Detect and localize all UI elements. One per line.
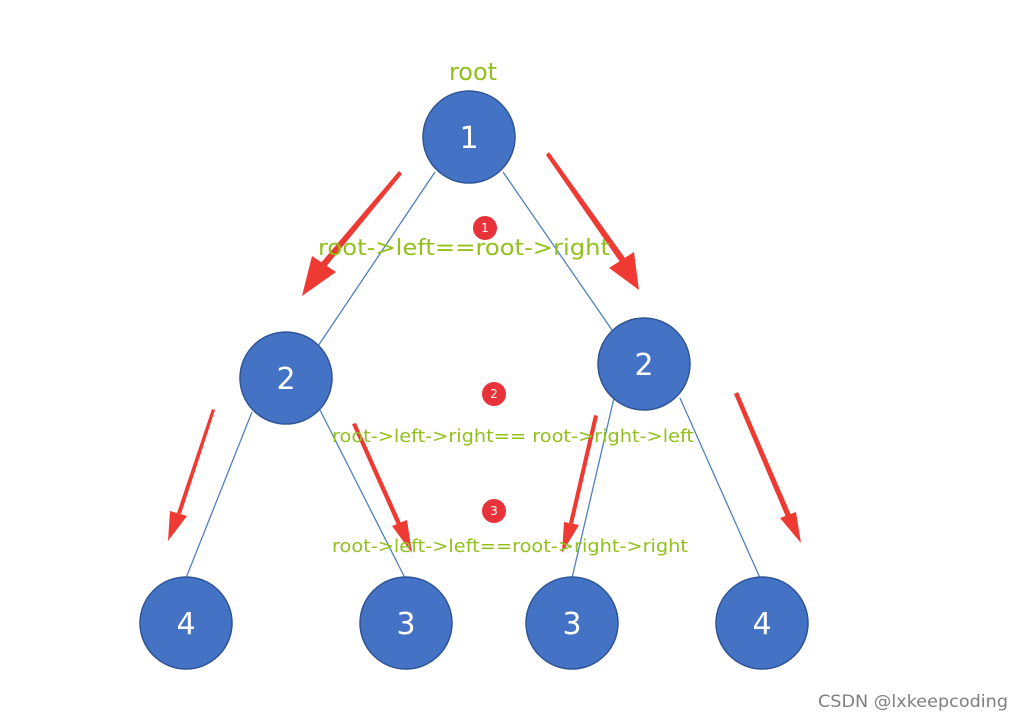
node-value: 4: [176, 607, 195, 642]
watermark: CSDN @lxkeepcoding: [818, 692, 1008, 712]
edge-1-2-left: [317, 171, 436, 347]
node-value: 2: [634, 348, 653, 383]
badge-number: 1: [481, 221, 489, 235]
badge-number: 3: [490, 504, 498, 518]
tree-node-left-left: 4: [139, 576, 233, 670]
node-value: 1: [459, 121, 478, 156]
tree-node-left: 2: [239, 331, 333, 425]
arrow-right-to-right-child: [734, 392, 801, 543]
arrow-root-to-right: [546, 152, 639, 290]
edge-1-2-right: [502, 171, 613, 331]
arrow-root-to-left: [302, 171, 402, 296]
edge-2-3-left: [319, 409, 406, 579]
tree-nodes: 1 2 2 4 3 3 4: [139, 90, 809, 670]
tree-node-left-right: 3: [359, 576, 453, 670]
arrow-right-to-left-child: [562, 415, 598, 553]
node-value: 3: [562, 607, 581, 642]
arrow-left-to-left-child: [168, 409, 215, 541]
step-badge-1: 1: [473, 216, 497, 240]
tree-node-right: 2: [597, 317, 691, 411]
traversal-arrows: [168, 152, 801, 553]
tree-node-right-left: 3: [525, 576, 619, 670]
node-value: 2: [276, 362, 295, 397]
step-badge-2: 2: [482, 382, 506, 406]
condition-label-2: root->left->right== root->right->left: [332, 426, 694, 447]
step-badge-3: 3: [482, 499, 506, 523]
node-value: 4: [752, 607, 771, 642]
root-label: root: [449, 58, 497, 86]
edge-2-4-left: [185, 411, 253, 579]
tree-node-right-right: 4: [715, 576, 809, 670]
badge-number: 2: [490, 387, 498, 401]
tree-edges: [185, 171, 761, 579]
arrow-left-to-right-child: [352, 423, 412, 553]
edge-2-3-right: [571, 397, 615, 579]
condition-label-3: root->left->left==root->right->right: [332, 536, 688, 557]
tree-node-root: 1: [422, 90, 516, 184]
edge-2-4-right: [679, 397, 761, 579]
condition-label-1: root->left==root->right: [318, 236, 610, 261]
node-value: 3: [396, 607, 415, 642]
